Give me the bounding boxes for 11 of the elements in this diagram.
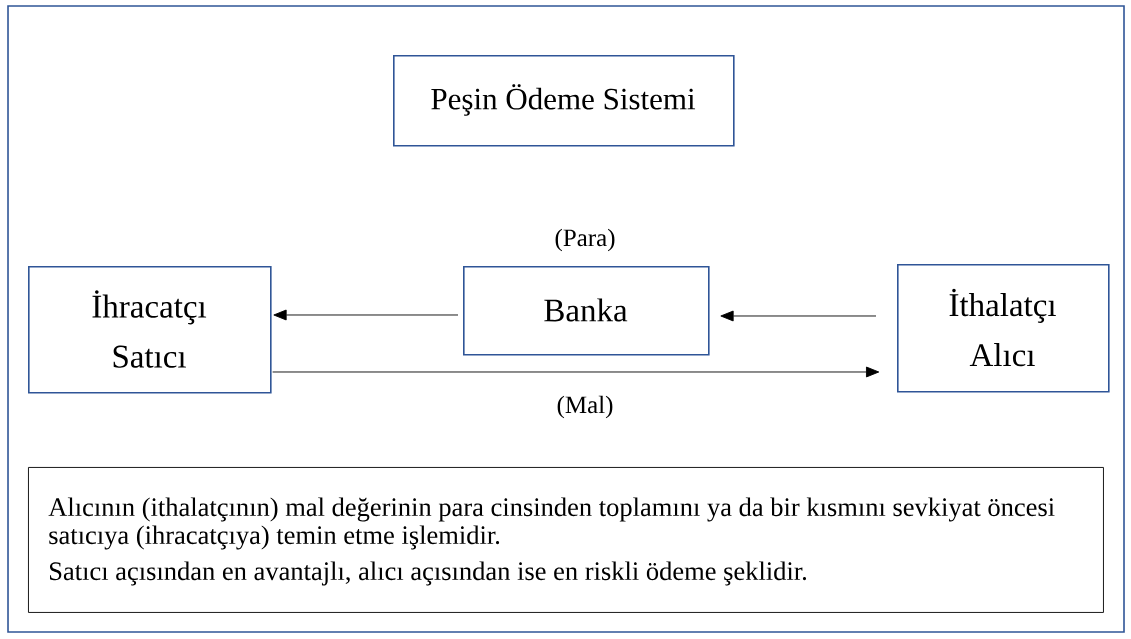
paragraph: Alıcının (ithalatçının) mal değerinin para cinsinden toplamını ya da bir kısmını sevkiyat öncesi satıcıya (ihracatçıya) temin etme işlemidir.: [48, 497, 1055, 550]
flow-label: (Mal): [557, 395, 613, 419]
party-box: İthalatçı Alıcı: [897, 264, 1110, 393]
title-box: Peşin Ödeme Sistemi: [393, 55, 735, 147]
arrow: [272, 366, 880, 378]
party-box: İhracatçı Satıcı: [28, 266, 272, 394]
paragraph: Satıcı açısından en avantajlı, alıcı açısından ise en riskli ödeme şeklidir.: [50, 561, 807, 586]
arrow: [273, 309, 459, 321]
bank-box: Banka: [463, 266, 710, 356]
arrow: [720, 310, 877, 322]
note-box: [28, 467, 1104, 613]
